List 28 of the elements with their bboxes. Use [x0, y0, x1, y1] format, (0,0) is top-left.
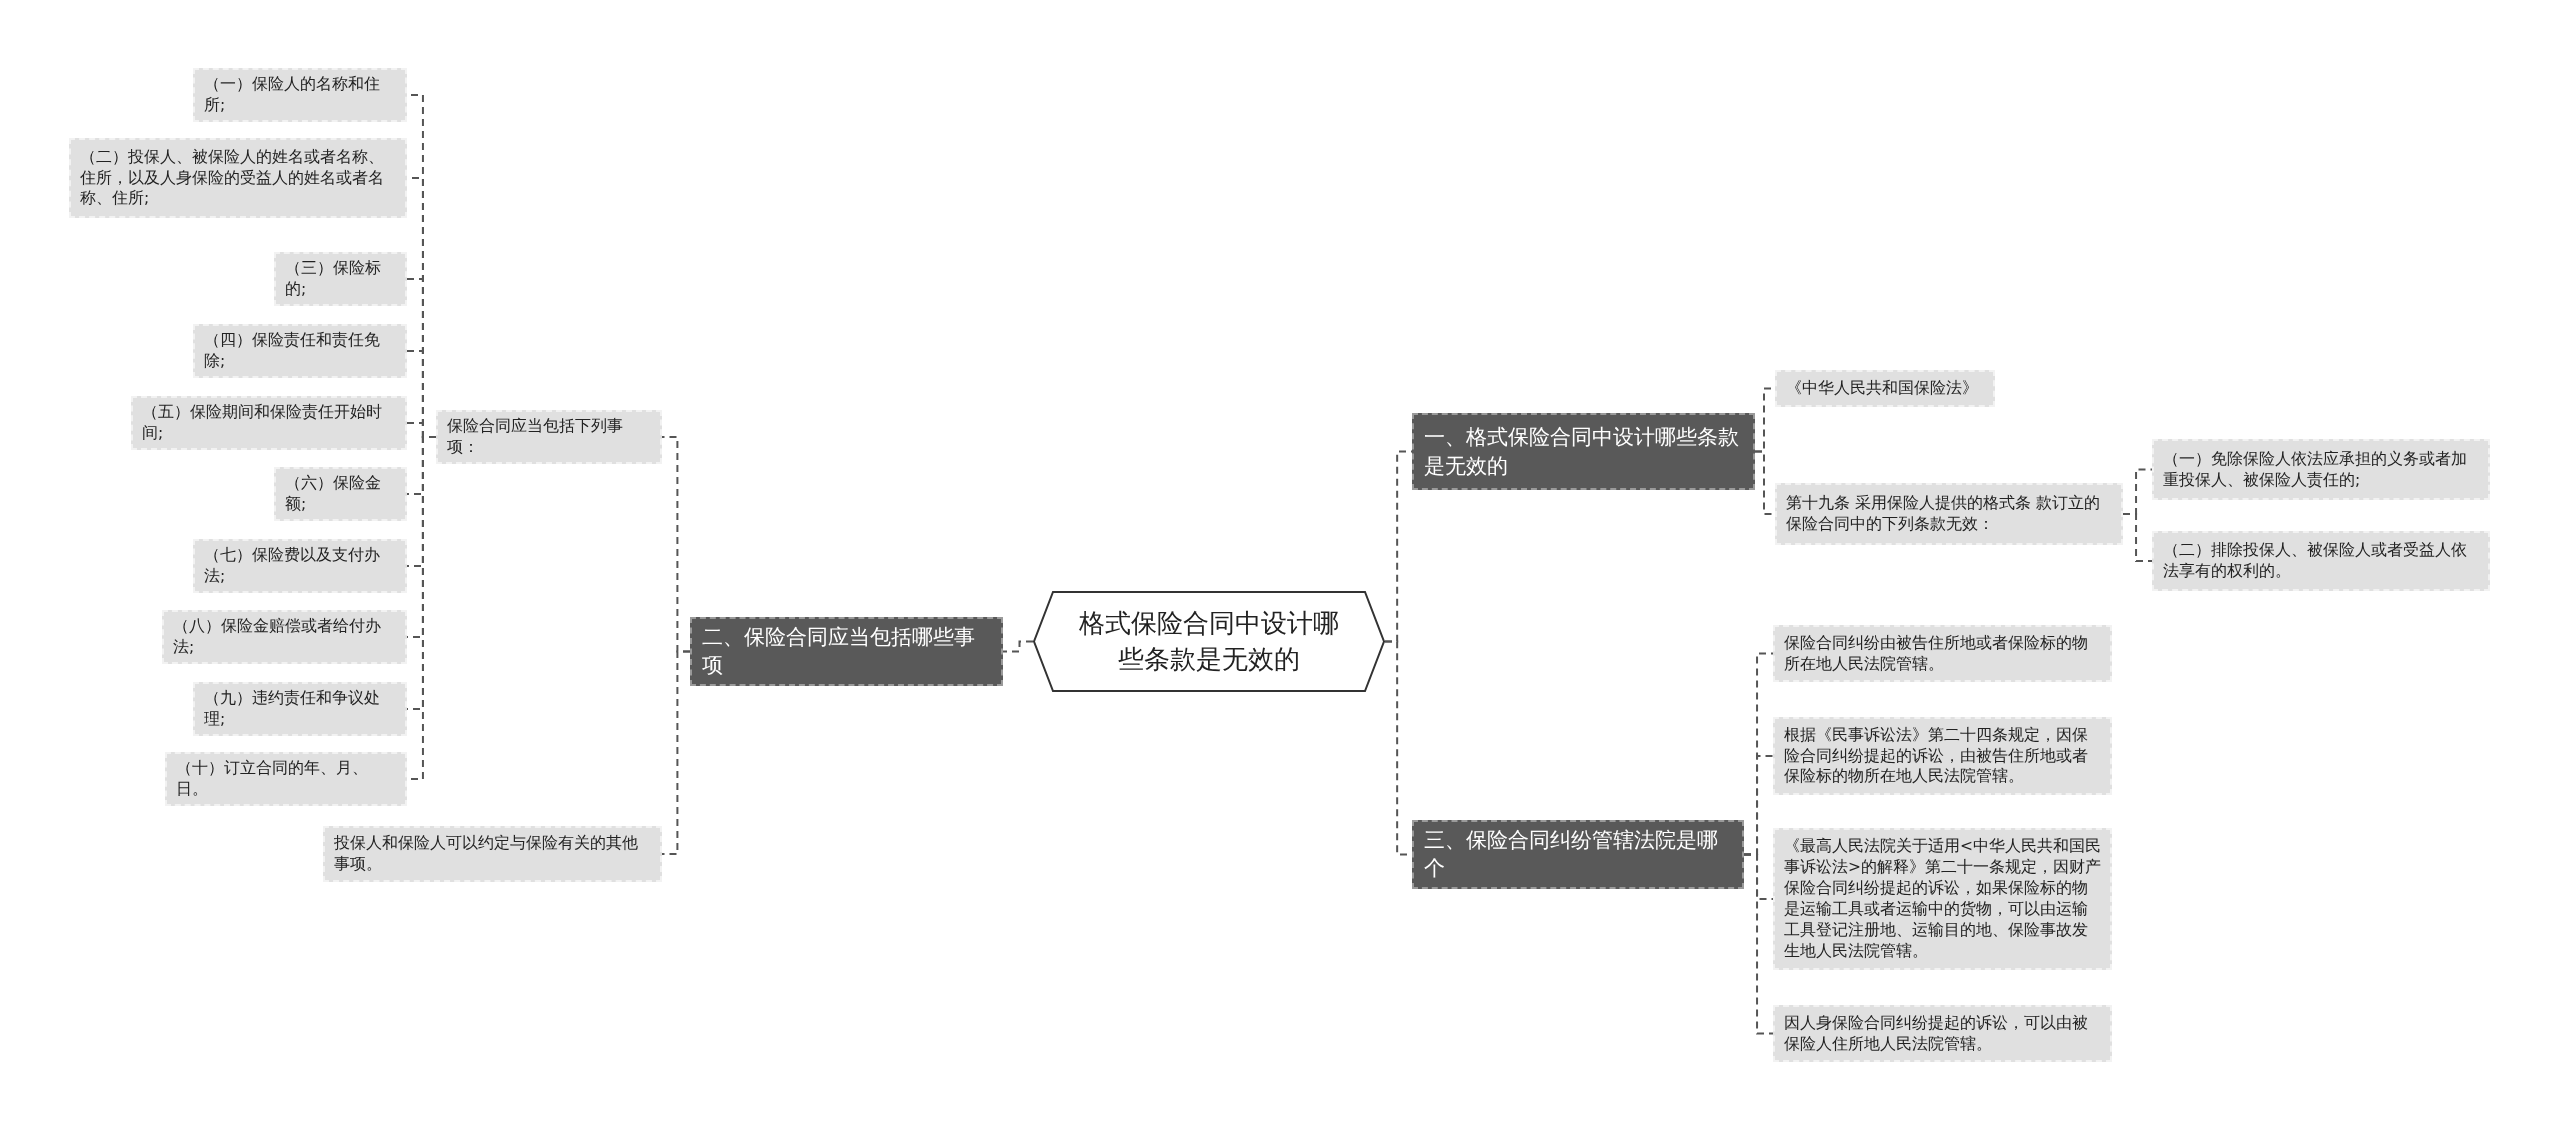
branch-topic: 三、保险合同纠纷管辖法院是哪个: [1412, 820, 1744, 889]
topic-box: （五）保险期间和保险责任开始时间;: [131, 396, 407, 450]
topic-box: 根据《民事诉讼法》第二十四条规定，因保险合同纠纷提起的诉讼，由被告住所地或者保险标的物所在地人民法院管辖。: [1773, 717, 2112, 795]
topic-box: （一）免除保险人依法应承担的义务或者加重投保人、被保险人责任的;: [2152, 439, 2490, 500]
topic-box: （二）排除投保人、被保险人或者受益人依法享有的权利的。: [2152, 531, 2490, 591]
connector: [661, 650, 691, 855]
branch-topic: 一、格式保险合同中设计哪些条款是无效的: [1412, 413, 1755, 490]
topic-box: 第十九条 采用保险人提供的格式条 款订立的保险合同中的下列条款无效：: [1775, 483, 2123, 545]
topic-box: （二）投保人、被保险人的姓名或者名称、住所，以及人身保险的受益人的姓名或者名称、住所;: [69, 138, 407, 218]
topic-box: （八）保险金赔偿或者给付办法;: [162, 610, 407, 664]
topic-box: 因人身保险合同纠纷提起的诉讼，可以由被保险人住所地人民法院管辖。: [1773, 1005, 2112, 1062]
connector: [1002, 640, 1034, 653]
topic-box: 保险合同纠纷由被告住所地或者保险标的物所在地人民法院管辖。: [1773, 625, 2112, 682]
topic-box: （四）保险责任和责任免除;: [193, 324, 407, 378]
topic-box: （三）保险标的;: [274, 252, 407, 306]
topic-box: （一）保险人的名称和住所;: [193, 68, 407, 122]
branch-topic: 二、保险合同应当包括哪些事项: [690, 617, 1003, 686]
topic-box: （九）违约责任和争议处理;: [193, 682, 407, 736]
connector: [2122, 513, 2153, 562]
topic-box: （六）保险金额;: [274, 467, 407, 521]
topic-box: 《中华人民共和国保险法》: [1775, 370, 1995, 407]
topic-box: 《最高人民法院关于适用<中华人民共和国民事诉讼法>的解释》第二十一条规定，因财产保险合同纠纷提起的诉讼，如果保险标的物是运输工具或者运输中的货物，可以由运输工具登记注册地、运输目的地、保险事故发生地人民法院管辖。: [1773, 828, 2112, 970]
connector: [1743, 853, 1774, 1035]
topic-box: 保险合同应当包括下列事项：: [436, 410, 662, 464]
central-topic: 格式保险合同中设计哪些条款是无效的: [1033, 591, 1385, 692]
topic-box: （十）订立合同的年、月、日。: [165, 752, 407, 806]
topic-box: （七）保险费以及支付办法;: [193, 539, 407, 593]
topic-box: 投保人和保险人可以约定与保险有关的其他事项。: [323, 826, 662, 882]
